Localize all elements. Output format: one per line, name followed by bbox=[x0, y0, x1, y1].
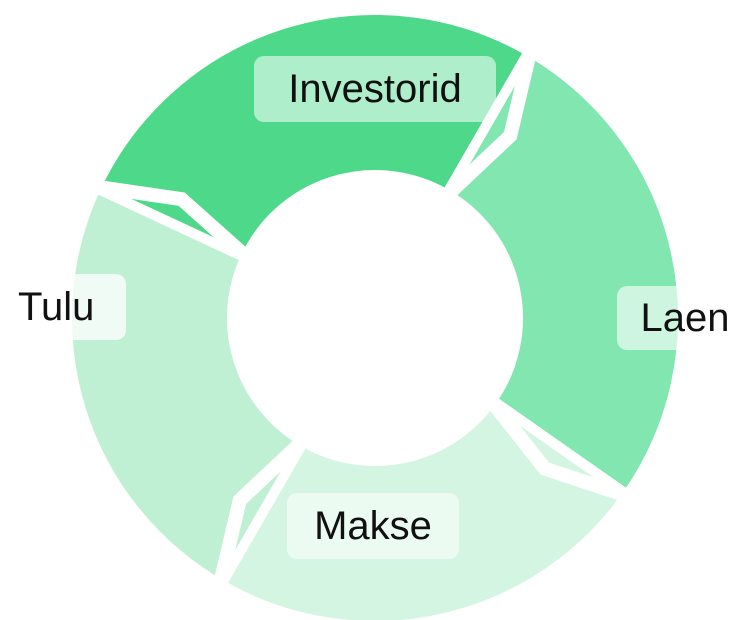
label-makse: Makse bbox=[287, 493, 459, 559]
segment-tulu bbox=[62, 181, 311, 592]
segment-investorid bbox=[89, 5, 536, 265]
boundary-arrow bbox=[212, 433, 311, 590]
boundary-arrow bbox=[483, 393, 633, 504]
segment-laen bbox=[439, 44, 688, 502]
label-laen: Laen bbox=[617, 286, 753, 350]
label-investorid: Investorid bbox=[254, 56, 496, 122]
boundary-arrow bbox=[91, 179, 254, 265]
label-tulu: Tulu bbox=[0, 274, 126, 340]
boundary-arrow bbox=[439, 46, 538, 203]
